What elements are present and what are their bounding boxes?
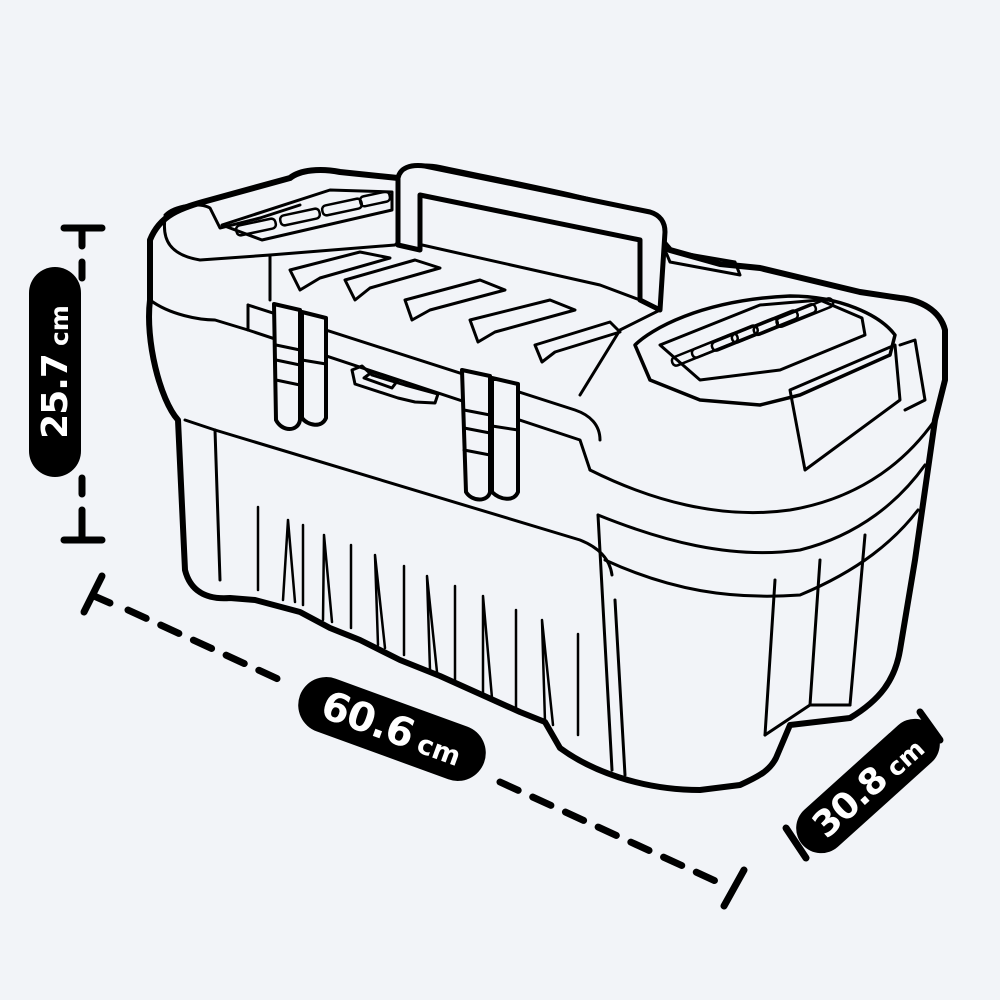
carry-handle bbox=[395, 163, 742, 313]
length-unit: cm bbox=[412, 728, 465, 773]
toolbox-body bbox=[146, 163, 948, 793]
center-clasp bbox=[350, 364, 440, 405]
height-dimension-label: 25.7 cm bbox=[29, 267, 81, 477]
lid-grips bbox=[288, 250, 622, 364]
right-tray-slots bbox=[670, 297, 835, 367]
right-latch bbox=[460, 368, 520, 502]
right-organizer-tray bbox=[633, 294, 927, 472]
height-unit: cm bbox=[44, 305, 74, 347]
front-ribs bbox=[256, 505, 580, 737]
toolbox-lid bbox=[148, 188, 662, 472]
height-dimension-line bbox=[60, 224, 106, 544]
left-tray-slots bbox=[234, 190, 392, 237]
length-dimension-line bbox=[80, 572, 748, 910]
left-latch bbox=[272, 302, 328, 431]
height-value: 25.7 bbox=[34, 354, 76, 439]
